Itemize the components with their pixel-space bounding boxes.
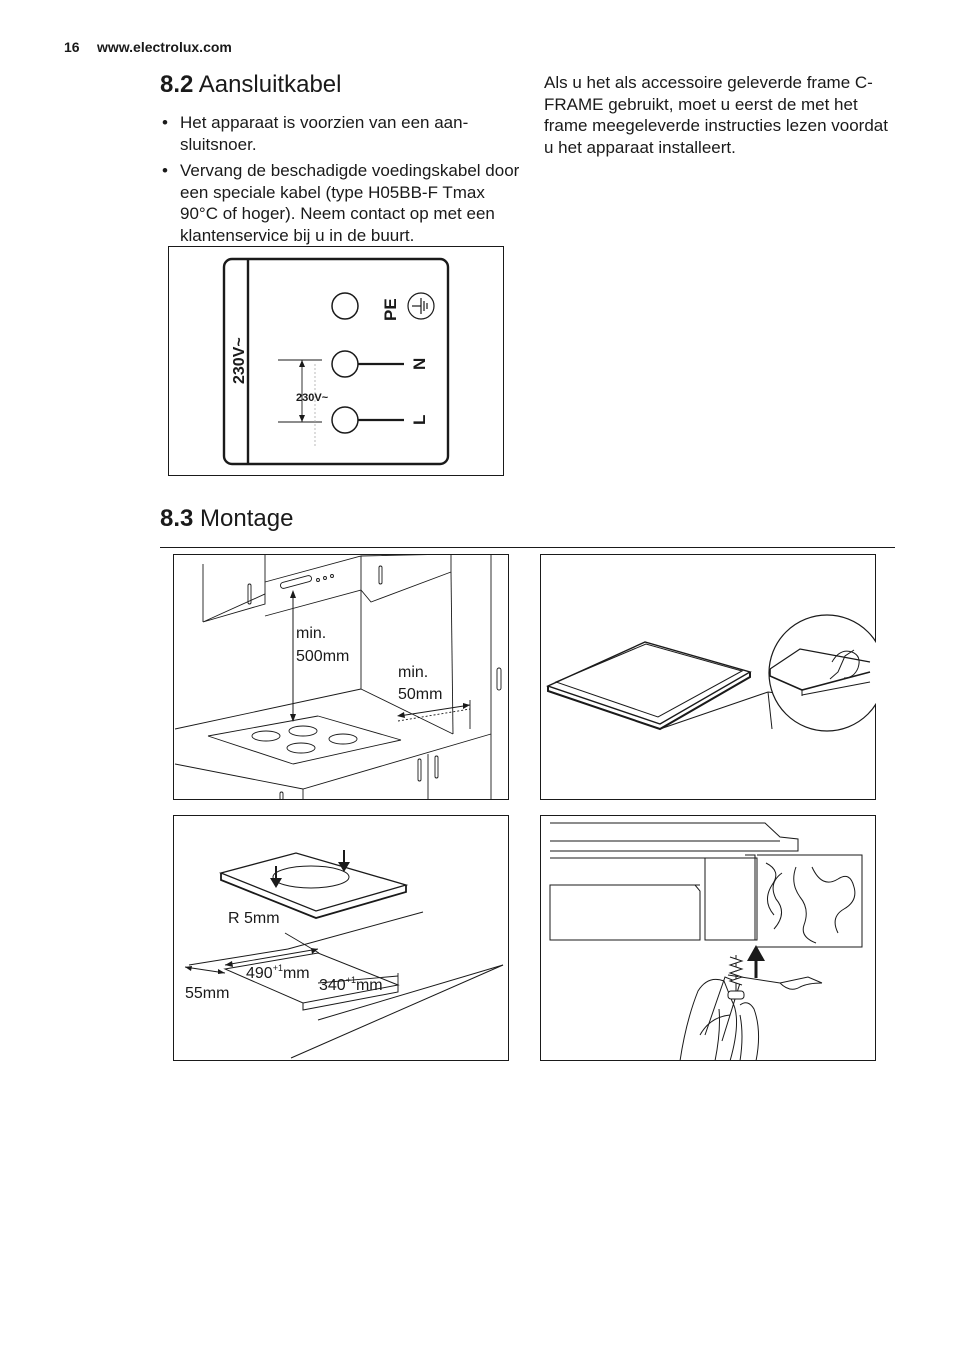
terminal-n-label: N xyxy=(410,358,429,370)
ground-icon xyxy=(407,292,435,320)
bracket-figure xyxy=(540,815,876,1061)
voltage-label-side: 230V~ xyxy=(231,337,248,384)
list-item: Het apparaat is voorzien van een aan- sl… xyxy=(160,112,520,155)
section-title: Montage xyxy=(200,505,294,532)
section-8-3-heading: 8.3 Montage xyxy=(160,505,293,533)
min-height-value: 500mm xyxy=(296,648,349,665)
section-number: 8.2 xyxy=(160,71,194,98)
voltage-label-mid: 230V~ xyxy=(296,392,329,404)
edge-distance-label: 55mm xyxy=(185,985,229,1002)
section-number: 8.3 xyxy=(160,505,194,532)
width-tolerance: +1 xyxy=(273,963,283,973)
terminal-l-label: L xyxy=(410,415,429,425)
min-label: min. xyxy=(398,664,428,681)
bullet-list: Het apparaat is voorzien van een aan- sl… xyxy=(160,112,520,251)
radius-label: R 5mm xyxy=(228,910,280,927)
min-label: min. xyxy=(296,625,326,642)
terminal-pe-label: PE xyxy=(381,298,400,321)
list-item: Vervang de beschadigde voedingskabel doo… xyxy=(160,160,520,246)
depth-unit: mm xyxy=(356,977,383,994)
page-number: 16 xyxy=(64,39,80,55)
terminal-n-circle xyxy=(331,350,359,378)
depth-value: 340 xyxy=(319,977,346,994)
width-dimension: 490+1mm xyxy=(246,963,310,982)
clearance-figure: min. 500mm min. 50mm xyxy=(173,554,509,800)
c-frame-paragraph: Als u het als accessoire geleverde frame… xyxy=(544,73,888,157)
depth-dimension: 340+1mm xyxy=(319,975,383,994)
width-unit: mm xyxy=(283,965,310,982)
min-side-value: 50mm xyxy=(398,686,442,703)
section-title: Aansluitkabel xyxy=(198,71,342,98)
depth-tolerance: +1 xyxy=(346,975,356,985)
width-value: 490 xyxy=(246,965,273,982)
section-8-2-heading: 8.2 Aansluitkabel xyxy=(160,71,341,99)
wiring-diagram: 230V~ 230V~ PE N L xyxy=(168,246,504,476)
terminal-pe-circle xyxy=(331,292,359,320)
terminal-l-circle xyxy=(331,406,359,434)
section-divider xyxy=(160,547,895,548)
website-url[interactable]: www.electrolux.com xyxy=(97,39,232,55)
sealing-figure xyxy=(540,554,876,800)
cutout-figure: R 5mm 490+1mm 340+1mm 55mm xyxy=(173,815,509,1061)
